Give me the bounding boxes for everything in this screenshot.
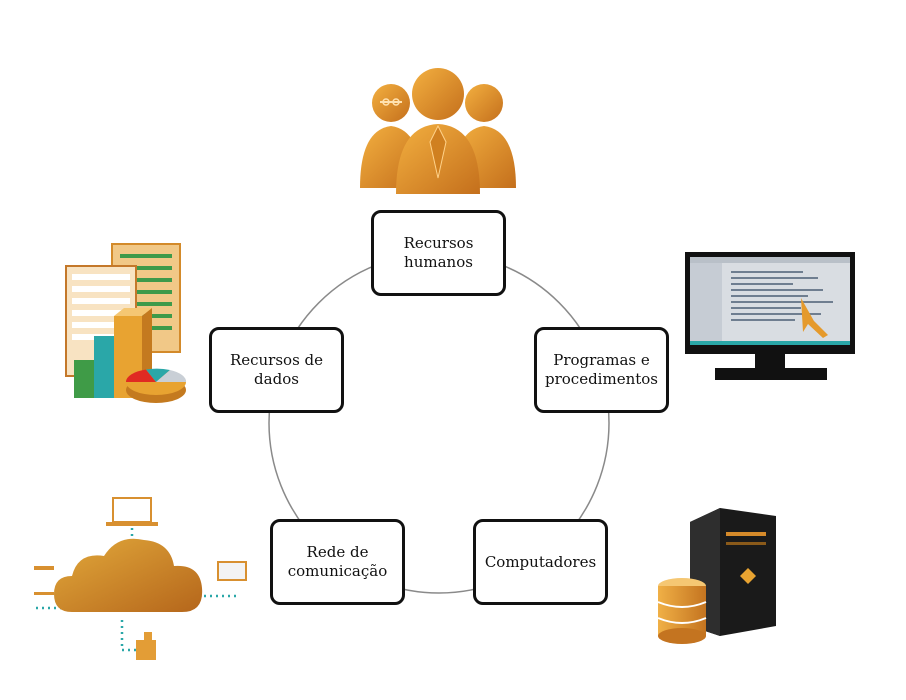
node-programas-procedimentos: Programas e procedimentos bbox=[534, 327, 669, 413]
monitor-icon bbox=[685, 252, 855, 380]
people-group-icon bbox=[360, 68, 516, 194]
cloud-network-icon bbox=[34, 497, 247, 660]
node-rede-comunicacao: Rede de comunicação bbox=[270, 519, 405, 605]
server-database-icon bbox=[657, 508, 776, 644]
node-recursos-dados: Recursos de dados bbox=[209, 327, 344, 413]
node-recursos-humanos: Recursos humanos bbox=[371, 210, 506, 296]
node-computadores: Computadores bbox=[473, 519, 608, 605]
spreadsheet-charts-icon bbox=[65, 243, 187, 403]
